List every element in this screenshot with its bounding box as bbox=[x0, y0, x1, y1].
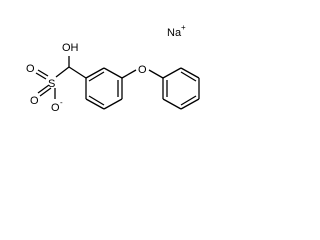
bond-c1-s bbox=[55, 66, 70, 78]
ring2-bond-1 bbox=[162, 67, 182, 79]
ring1-bond-5 bbox=[85, 98, 105, 110]
sodium-counter-ion: Na + bbox=[167, 23, 186, 39]
sulfur-label: S bbox=[48, 78, 55, 90]
sodium-label: Na bbox=[167, 27, 182, 39]
bond-ether-ring2 bbox=[148, 69, 164, 79]
bond-c1-ring bbox=[68, 66, 87, 79]
ether-oxygen-label: O bbox=[138, 64, 147, 76]
ring2-bond-5 bbox=[162, 98, 182, 110]
ring2-bond-2-inner bbox=[180, 71, 197, 82]
bond-s-o-bottom-a bbox=[37, 84, 50, 94]
ring1-bond-1-inner bbox=[88, 71, 105, 82]
chemical-structure: Na + bbox=[26, 23, 200, 114]
hydroxyl-label: OH bbox=[62, 42, 79, 54]
oxo-bottom-label: O bbox=[30, 95, 39, 107]
ring1-bond-5-inner bbox=[88, 95, 105, 106]
bond-ring1-ether bbox=[121, 69, 137, 79]
atom-labels: OH S O O O - O bbox=[26, 42, 147, 114]
oxide-charge: - bbox=[60, 98, 63, 107]
bonds bbox=[35, 56, 200, 110]
bond-s-o-left-a bbox=[37, 69, 49, 77]
bond-s-o-left-b bbox=[35, 72, 47, 80]
ring1-bond-2 bbox=[103, 67, 123, 79]
ring1-bond-1 bbox=[85, 67, 105, 79]
oxide-label: O bbox=[51, 102, 60, 114]
bond-s-o-bottom-b bbox=[39, 87, 52, 97]
oxo-left-label: O bbox=[26, 63, 35, 75]
sodium-charge: + bbox=[181, 23, 186, 32]
ring2-bond-4 bbox=[180, 98, 200, 110]
ring2-bond-4-inner bbox=[180, 95, 197, 106]
ring2-bond-2 bbox=[180, 67, 200, 79]
ring1-bond-4 bbox=[103, 98, 123, 110]
